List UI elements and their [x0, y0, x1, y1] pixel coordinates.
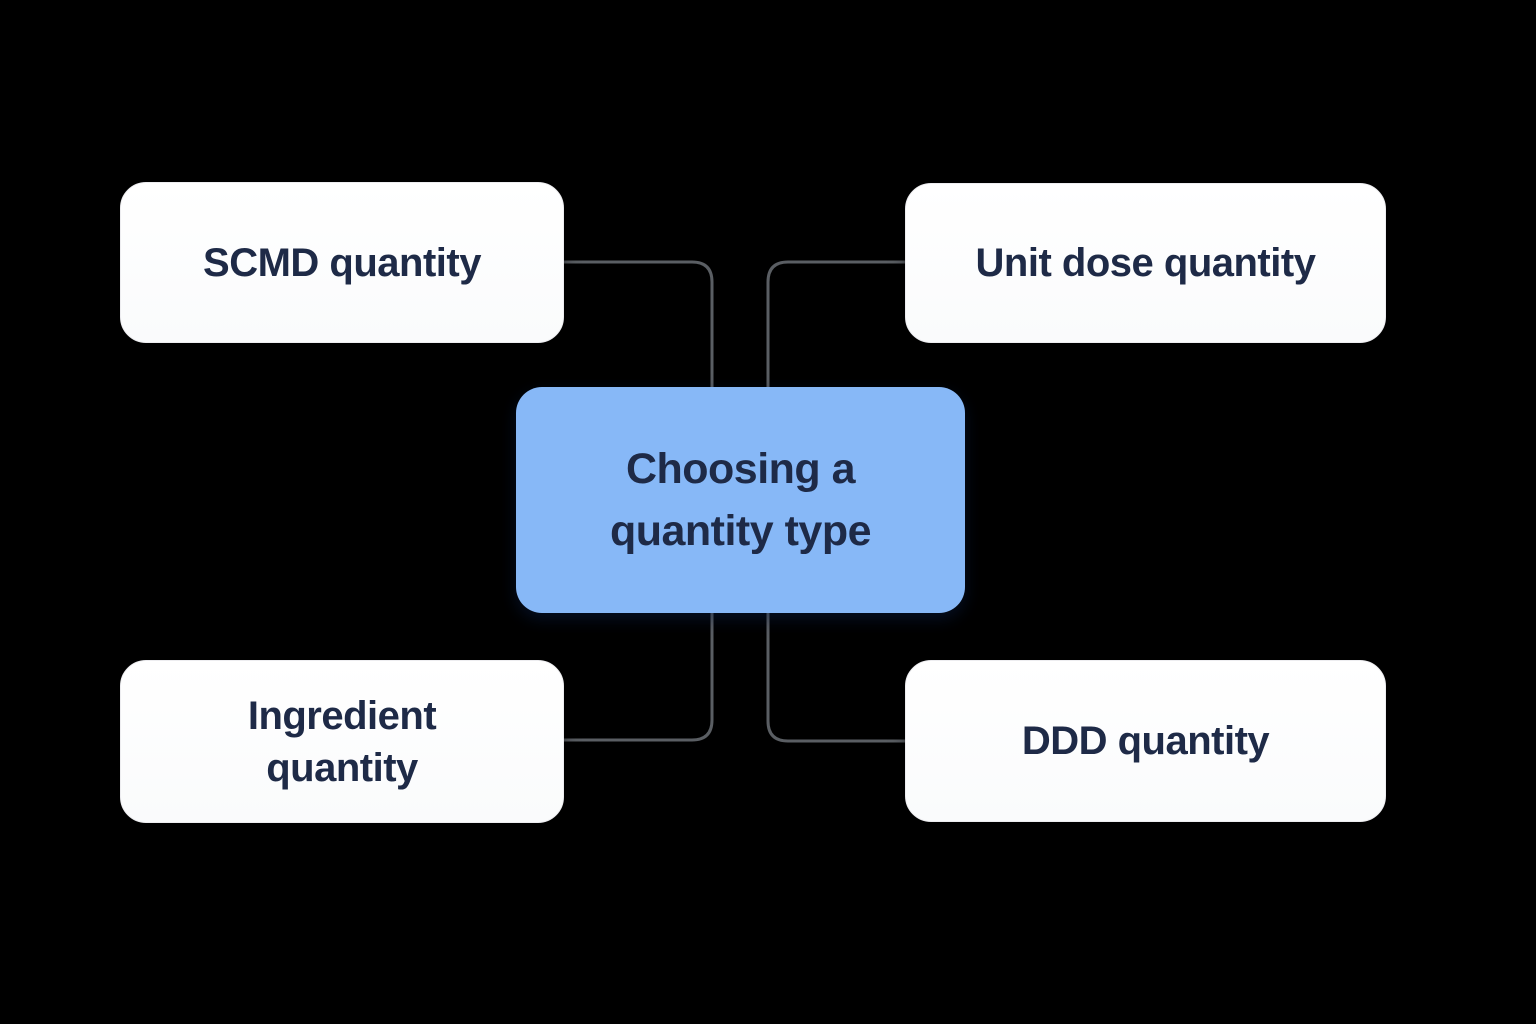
- node-unit-dose-quantity: Unit dose quantity: [905, 183, 1386, 343]
- edge-center-to-ddd: [766, 611, 906, 743]
- node-ddd-quantity-label: DDD quantity: [1021, 719, 1270, 763]
- node-scmd-quantity: SCMD quantity: [120, 182, 564, 343]
- node-ingredient-quantity-label: Ingredient quantity: [247, 693, 437, 790]
- node-unit-dose-quantity-label: Unit dose quantity: [975, 241, 1316, 285]
- edge-unitdose-to-center: [766, 260, 906, 390]
- edge-scmd-to-center: [564, 260, 714, 390]
- edge-center-to-ingredient: [564, 611, 714, 742]
- node-choosing-a-quantity-type-label: Choosing a quantity type: [609, 444, 872, 555]
- node-ingredient-quantity: Ingredient quantity: [120, 660, 564, 823]
- node-ddd-quantity: DDD quantity: [905, 660, 1386, 822]
- node-choosing-a-quantity-type: Choosing a quantity type: [516, 387, 965, 613]
- node-scmd-quantity-label: SCMD quantity: [203, 240, 481, 285]
